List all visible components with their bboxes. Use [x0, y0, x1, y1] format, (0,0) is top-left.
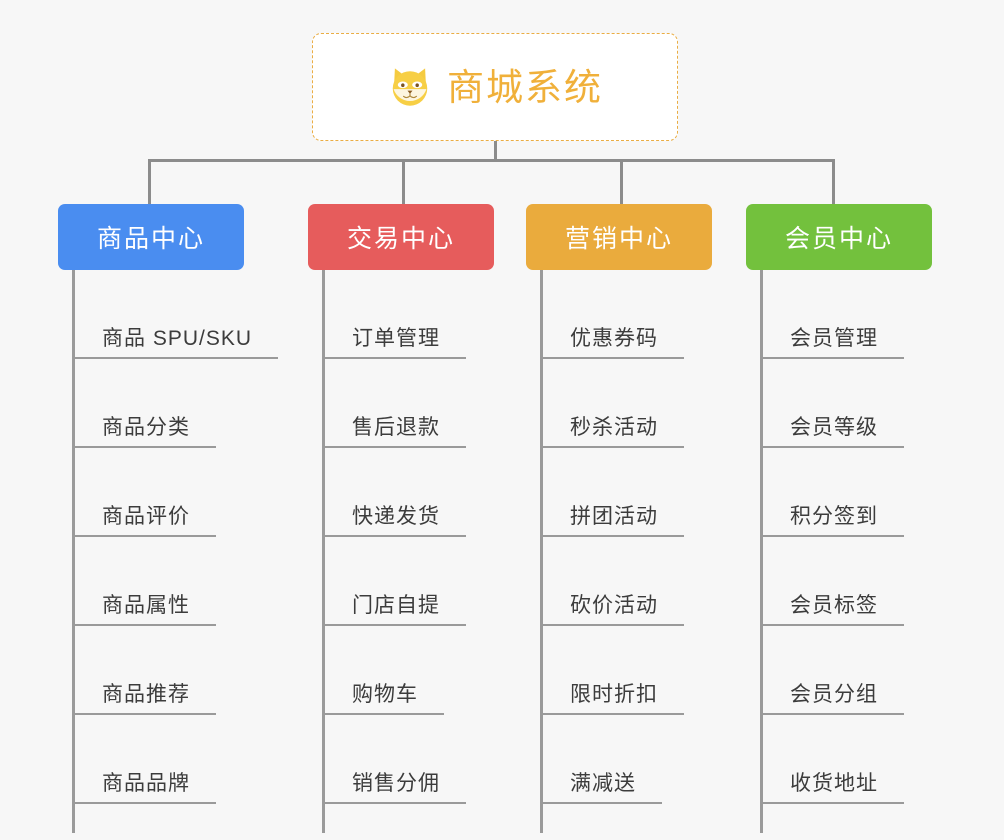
leaf-label: 满减送	[542, 772, 662, 804]
leaf-label: 积分签到	[762, 505, 904, 537]
leaf-label: 会员管理	[762, 327, 904, 359]
leaf-label: 秒杀活动	[542, 416, 684, 448]
column-header-member-center[interactable]: 会员中心	[746, 204, 932, 270]
leaf-item[interactable]: 销售分佣	[308, 715, 494, 804]
horizontal-bus-connector	[149, 159, 833, 162]
leaf-label: 门店自提	[324, 594, 466, 626]
column-trade-center: 交易中心 订单管理 售后退款 快递发货 门店自提 购物车 销售分佣	[308, 204, 494, 833]
leaf-item[interactable]: 门店自提	[308, 537, 494, 626]
leaf-item[interactable]: 会员等级	[746, 359, 932, 448]
column-body-product-center: 商品 SPU/SKU 商品分类 商品评价 商品属性 商品推荐 商品品牌	[58, 270, 279, 833]
root-node[interactable]: 商城系统	[312, 33, 678, 141]
column-trunk-line	[322, 270, 325, 833]
column-member-center: 会员中心 会员管理 会员等级 积分签到 会员标签 会员分组 收货地址	[746, 204, 932, 833]
leaf-item[interactable]: 商品 SPU/SKU	[58, 270, 279, 359]
leaf-item[interactable]: 砍价活动	[526, 537, 712, 626]
leaf-label: 商品推荐	[74, 683, 216, 715]
column-header-product-center[interactable]: 商品中心	[58, 204, 244, 270]
leaf-list-product-center: 商品 SPU/SKU 商品分类 商品评价 商品属性 商品推荐 商品品牌	[58, 270, 279, 804]
leaf-label: 售后退款	[324, 416, 466, 448]
leaf-label: 快递发货	[324, 505, 466, 537]
drop-connector-4	[832, 159, 835, 204]
leaf-item[interactable]: 优惠券码	[526, 270, 712, 359]
leaf-label: 商品品牌	[74, 772, 216, 804]
leaf-item[interactable]: 商品属性	[58, 537, 244, 626]
drop-connector-1	[148, 159, 151, 204]
leaf-item[interactable]: 会员标签	[746, 537, 932, 626]
leaf-label: 商品属性	[74, 594, 216, 626]
column-body-member-center: 会员管理 会员等级 积分签到 会员标签 会员分组 收货地址	[746, 270, 932, 833]
leaf-item[interactable]: 售后退款	[308, 359, 494, 448]
column-trunk-line	[540, 270, 543, 833]
leaf-list-marketing-center: 优惠券码 秒杀活动 拼团活动 砍价活动 限时折扣 满减送	[526, 270, 712, 804]
drop-connector-3	[620, 159, 623, 204]
leaf-item[interactable]: 限时折扣	[526, 626, 712, 715]
leaf-label: 购物车	[324, 683, 444, 715]
leaf-item[interactable]: 拼团活动	[526, 448, 712, 537]
leaf-label: 会员分组	[762, 683, 904, 715]
leaf-item[interactable]: 购物车	[308, 626, 494, 715]
leaf-item[interactable]: 快递发货	[308, 448, 494, 537]
column-trunk-line	[72, 270, 75, 833]
shiba-dog-face-icon	[392, 68, 428, 108]
column-header-label: 交易中心	[346, 225, 455, 253]
leaf-list-trade-center: 订单管理 售后退款 快递发货 门店自提 购物车 销售分佣	[308, 270, 494, 804]
leaf-label: 会员等级	[762, 416, 904, 448]
leaf-label: 销售分佣	[324, 772, 466, 804]
leaf-label: 砍价活动	[542, 594, 684, 626]
leaf-label: 订单管理	[324, 327, 466, 359]
leaf-label: 会员标签	[762, 594, 904, 626]
column-header-label: 营销中心	[564, 225, 673, 253]
root-stem-connector	[494, 141, 497, 161]
column-product-center: 商品中心 商品 SPU/SKU 商品分类 商品评价 商品属性 商品推荐 商品品牌	[58, 204, 279, 833]
column-header-marketing-center[interactable]: 营销中心	[526, 204, 712, 270]
leaf-label: 商品分类	[74, 416, 216, 448]
leaf-item[interactable]: 秒杀活动	[526, 359, 712, 448]
leaf-item[interactable]: 会员分组	[746, 626, 932, 715]
root-label: 商城系统	[447, 66, 603, 108]
leaf-label: 商品评价	[74, 505, 216, 537]
leaf-label: 拼团活动	[542, 505, 684, 537]
column-header-trade-center[interactable]: 交易中心	[308, 204, 494, 270]
leaf-item[interactable]: 会员管理	[746, 270, 932, 359]
column-trunk-line	[760, 270, 763, 833]
leaf-list-member-center: 会员管理 会员等级 积分签到 会员标签 会员分组 收货地址	[746, 270, 932, 804]
leaf-item[interactable]: 商品品牌	[58, 715, 244, 804]
leaf-label: 优惠券码	[542, 327, 684, 359]
leaf-item[interactable]: 商品推荐	[58, 626, 244, 715]
leaf-item[interactable]: 满减送	[526, 715, 712, 804]
drop-connector-2	[402, 159, 405, 204]
leaf-item[interactable]: 商品评价	[58, 448, 244, 537]
column-body-trade-center: 订单管理 售后退款 快递发货 门店自提 购物车 销售分佣	[308, 270, 494, 833]
leaf-label: 限时折扣	[542, 683, 684, 715]
column-header-label: 会员中心	[784, 225, 893, 253]
leaf-item[interactable]: 订单管理	[308, 270, 494, 359]
leaf-label: 收货地址	[762, 772, 904, 804]
leaf-item[interactable]: 商品分类	[58, 359, 244, 448]
leaf-label: 商品 SPU/SKU	[74, 327, 279, 359]
leaf-item[interactable]: 收货地址	[746, 715, 932, 804]
column-header-label: 商品中心	[96, 225, 205, 253]
column-body-marketing-center: 优惠券码 秒杀活动 拼团活动 砍价活动 限时折扣 满减送	[526, 270, 712, 833]
leaf-item[interactable]: 积分签到	[746, 448, 932, 537]
column-marketing-center: 营销中心 优惠券码 秒杀活动 拼团活动 砍价活动 限时折扣 满减送	[526, 204, 712, 833]
